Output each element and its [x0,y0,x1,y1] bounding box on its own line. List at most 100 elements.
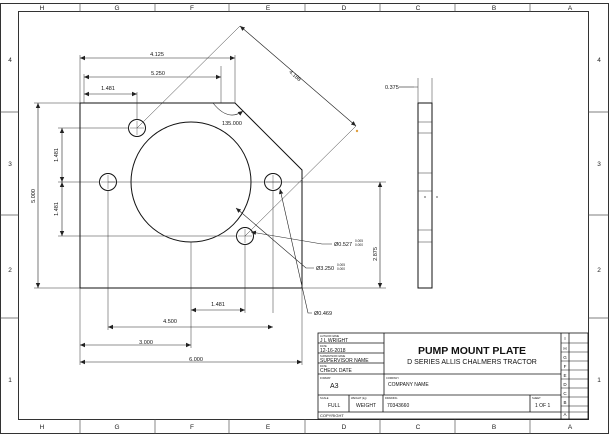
zone-label-col: G [114,424,119,431]
date-label: DATE [320,344,327,348]
weight-value: WEIGHT [356,403,376,409]
revision-letter: E [563,373,566,378]
revision-letter: G [563,355,567,360]
zone-label-col: A [568,5,573,12]
dim-text-135: 135.000 [222,121,242,127]
supervisor-value: SUPERVISOR NAME [320,358,369,364]
zone-label-col: G [114,5,119,12]
dim-text-hole-bolt: Ø0.469 [314,311,332,317]
dim-text-1481-v1: 1.481 [54,148,60,162]
zone-labels-left: 4 3 2 1 [8,57,12,384]
dim-text-0375: 0.375 [385,85,399,91]
dim-text-4125: 4.125 [150,52,164,58]
revision-letters: I H G F E D C B A [563,336,567,417]
dim-text-1481-v2: 1.481 [54,202,60,216]
extension-lines [34,25,386,365]
sheet-value: 1 OF 1 [535,403,551,409]
zone-label-row: 2 [8,267,12,274]
dim-line-4188 [239,25,357,127]
drawing-number: 70343660 [387,403,409,409]
format-label: FORMAT [320,376,331,380]
revision-letter: I [564,336,565,341]
dim-text-4188: 4.188 [287,69,301,83]
dimension-lines [35,25,414,365]
zone-label-col: B [492,424,496,431]
zone-label-col: E [266,424,271,431]
reference-point [355,129,359,133]
dim-tol-hole-small-bot: 0.000 [355,243,363,247]
zone-label-col: A [568,424,573,431]
revision-letter: B [563,400,566,405]
sheet-border [0,3,609,434]
title-block [317,332,589,420]
dim-text-hole-large: Ø3.250 [316,266,334,272]
dim-text-5000: 5.000 [31,189,37,203]
author-value: J L WRIGHT [320,338,348,344]
copyright-label: COPYRIGHT [320,413,344,418]
dim-text-2875: 2.875 [373,247,379,261]
zone-label-col: F [190,424,194,431]
dim-text-6000: 6.000 [189,357,203,363]
dim-text-3000: 3.000 [139,340,153,346]
dim-text-1481-bot: 1.481 [211,302,225,308]
dim-text-5250: 5.250 [151,71,165,77]
format-value: A3 [330,383,339,390]
revision-letter: C [563,391,567,396]
revision-letter: A [563,412,566,417]
zone-label-row: 3 [8,161,12,168]
zone-label-row: 4 [8,57,12,64]
zone-label-col: C [416,5,421,12]
dim-tol-hole-large-top: 0.005 [337,263,345,267]
zone-labels-bottom: H G F E D C B A [40,424,573,431]
zone-label-row: 1 [8,377,12,384]
dim-tol-hole-small-top: 0.005 [355,239,363,243]
zone-label-row: 1 [597,377,601,384]
zone-label-col: D [342,5,347,12]
zone-label-col: H [40,424,45,431]
zone-label-row: 4 [597,57,601,64]
date-value: 12-16-2018 [320,348,346,354]
supervisor-label: SUPERVISOR NAME [320,354,345,358]
leader-hole-large [235,207,314,269]
side-view [417,102,433,289]
check-label: DATE [320,364,327,368]
zone-ticks [0,3,609,434]
leader-hole-bolt [278,188,312,314]
zone-label-row: 2 [597,267,601,274]
revision-rows [561,342,588,413]
zone-labels-top: H G F E D C B A [40,5,573,12]
sheet-label: SHEET [532,396,541,400]
zone-label-col: D [342,424,347,431]
dimension-texts: 4.125 5.250 1.481 4.188 135.000 1.481 1.… [31,52,399,363]
zone-label-row: 3 [597,161,601,168]
zone-label-col: H [40,5,45,12]
revision-letter: H [563,346,566,351]
zone-label-col: C [416,424,421,431]
scale-label: SCALE [320,396,329,400]
check-date-value: CHECK DATE [320,368,353,374]
dim-text-1481-top: 1.481 [101,86,115,92]
title-block-texts: AUTHOR NAME J L WRIGHT DATE 12-16-2018 S… [320,334,551,418]
zone-label-col: F [190,5,194,12]
weight-label: WEIGHT (kg) [351,396,367,400]
revision-letter: F [564,364,567,369]
company-value: COMPANY NAME [388,382,429,388]
side-view-hidden-lines [414,78,433,243]
leader-hole-small [250,230,332,245]
zone-label-col: E [266,5,271,12]
drawing-subtitle: D SERIES ALLIS CHALMERS TRACTOR [407,359,537,366]
drawing-title: PUMP MOUNT PLATE [418,345,526,357]
scale-value: FULL [328,403,340,409]
dim-text-4500: 4.500 [163,319,177,325]
drawing-label: DRAWING [385,396,397,400]
dim-text-hole-small: Ø0.527 [334,242,352,248]
angle-arc-135 [212,102,244,116]
zone-label-col: B [492,5,496,12]
center-marks [101,121,280,243]
dim-tol-hole-large-bot: 0.000 [337,267,345,271]
zone-labels-right: 4 3 2 1 [597,57,601,384]
revision-letter: D [563,382,567,387]
author-label: AUTHOR NAME [320,334,339,338]
company-label: COMPANY [386,376,399,380]
